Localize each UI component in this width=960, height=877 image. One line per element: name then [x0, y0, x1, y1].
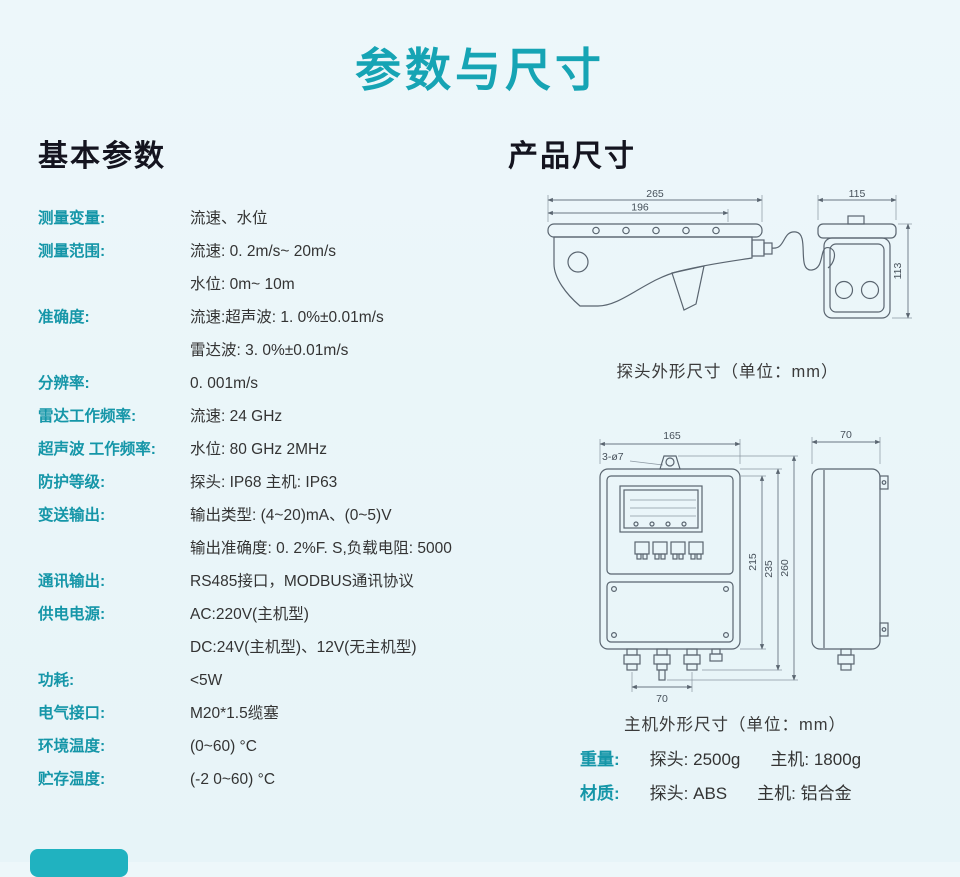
param-row-measured-variables: 测量变量: 流速、水位	[38, 202, 508, 235]
param-value: AC:220V(主机型) DC:24V(主机型)、12V(无主机型)	[190, 598, 417, 664]
param-label: 测量范围:	[38, 243, 106, 260]
param-row-communication-output: 通讯输出: RS485接口，MODBUS通讯协议	[38, 565, 508, 598]
main-dim-215: 215	[747, 553, 759, 571]
weight-label: 重量:	[580, 750, 620, 769]
param-row-accuracy: 准确度: 流速:超声波: 1. 0%±0.01m/s 雷达波: 3. 0%±0.…	[38, 301, 508, 367]
param-value: 流速: 24 GHz	[190, 400, 282, 433]
param-value: 流速、水位	[190, 202, 268, 235]
param-label: 雷达工作频率:	[38, 408, 137, 425]
probe-dim-196: 196	[631, 202, 649, 214]
param-row-power-consumption: 功耗: <5W	[38, 664, 508, 697]
main-unit-drawing-caption: 主机外形尺寸（单位：mm）	[624, 716, 846, 734]
main-unit-drawing-svg: 165 3-ø7	[599, 429, 889, 705]
param-label: 防护等级:	[38, 474, 106, 491]
main-dim-260: 260	[779, 559, 791, 577]
main-dim-70-top: 70	[840, 429, 852, 441]
probe-drawing-svg: 265 196 115	[547, 188, 912, 319]
param-row-storage-temperature: 贮存温度: (-2 0~60) °C	[38, 763, 508, 796]
param-value-line: RS485接口，MODBUS通讯协议	[190, 573, 414, 590]
param-value: 探头: IP68 主机: IP63	[190, 466, 337, 499]
probe-drawing-caption: 探头外形尺寸（单位：mm）	[616, 363, 839, 381]
param-value: 输出类型: (4~20)mA、(0~5)V 输出准确度: 0. 2%F. S,负…	[190, 499, 452, 565]
param-label: 供电电源:	[38, 606, 106, 623]
weight-probe-value: 探头: 2500g	[649, 750, 741, 769]
page-title: 参数与尺寸	[355, 44, 605, 96]
param-value: M20*1.5缆塞	[190, 697, 279, 730]
main-dim-70-bottom: 70	[656, 693, 668, 705]
param-row-ultrasonic-frequency: 超声波 工作频率: 水位: 80 GHz 2MHz	[38, 433, 508, 466]
param-row-electrical-interface: 电气接口: M20*1.5缆塞	[38, 697, 508, 730]
param-value-line: 输出准确度: 0. 2%F. S,负载电阻: 5000	[190, 540, 452, 557]
param-value-line: 流速、水位	[190, 210, 268, 227]
param-row-measuring-range: 测量范围: 流速: 0. 2m/s~ 20m/s 水位: 0m~ 10m	[38, 235, 508, 301]
material-main-value: 主机: 铝合金	[757, 784, 852, 803]
weight-spec-line: 重量: 探头: 2500g 主机: 1800g	[580, 745, 861, 770]
probe-dimension-drawing: 265 196 115	[540, 186, 915, 361]
param-row-ambient-temperature: 环境温度: (0~60) °C	[38, 730, 508, 763]
main-unit-dimension-drawing: 165 3-ø7	[550, 424, 920, 719]
param-row-resolution: 分辨率: 0. 001m/s	[38, 367, 508, 400]
param-label: 测量变量:	[38, 210, 106, 227]
param-value-line: 流速: 24 GHz	[190, 408, 283, 425]
param-value-line: 0. 001m/s	[190, 375, 259, 392]
basic-params-heading: 基本参数	[38, 140, 166, 173]
main-dim-holes: 3-ø7	[602, 451, 624, 463]
param-label: 超声波 工作频率:	[38, 441, 156, 458]
param-label: 功耗:	[38, 672, 75, 689]
param-value: (0~60) °C	[190, 730, 257, 763]
probe-dim-115: 115	[849, 188, 866, 200]
main-unit-front-view	[599, 455, 741, 681]
param-value: 流速: 0. 2m/s~ 20m/s 水位: 0m~ 10m	[190, 235, 336, 301]
main-dim-235: 235	[763, 560, 775, 578]
param-value: 流速:超声波: 1. 0%±0.01m/s 雷达波: 3. 0%±0.01m/s	[190, 301, 384, 367]
param-label: 电气接口:	[38, 705, 106, 722]
param-label: 变送输出:	[38, 507, 106, 524]
param-row-protection-grade: 防护等级: 探头: IP68 主机: IP63	[38, 466, 508, 499]
param-label: 环境温度:	[38, 738, 106, 755]
main-dim-165: 165	[663, 430, 681, 442]
product-dimensions-heading: 产品尺寸	[508, 140, 636, 173]
param-value-line: AC:220V(主机型)	[190, 606, 309, 623]
basic-params-list: 测量变量: 流速、水位 测量范围: 流速: 0. 2m/s~ 20m/s 水位:…	[38, 202, 508, 796]
material-label: 材质:	[580, 784, 620, 803]
param-label: 准确度:	[38, 309, 90, 326]
weight-main-value: 主机: 1800g	[770, 750, 862, 769]
param-value-line: <5W	[190, 672, 223, 689]
param-value-line: DC:24V(主机型)、12V(无主机型)	[190, 639, 417, 656]
param-value-line: 输出类型: (4~20)mA、(0~5)V	[190, 507, 392, 524]
param-value-line: (0~60) °C	[190, 738, 257, 755]
probe-dim-113: 113	[892, 262, 904, 279]
param-value-line: 水位: 0m~ 10m	[190, 276, 295, 293]
param-value-line: 雷达波: 3. 0%±0.01m/s	[190, 342, 349, 359]
param-row-radar-frequency: 雷达工作频率: 流速: 24 GHz	[38, 400, 508, 433]
material-probe-value: 探头: ABS	[649, 784, 728, 803]
param-value-line: (-2 0~60) °C	[190, 771, 276, 788]
param-label: 分辨率:	[38, 375, 90, 392]
param-value: 0. 001m/s	[190, 367, 258, 400]
param-value: (-2 0~60) °C	[190, 763, 275, 796]
param-value-line: 流速: 0. 2m/s~ 20m/s	[190, 243, 337, 260]
param-label: 贮存温度:	[38, 771, 106, 788]
param-value-line: 水位: 80 GHz 2MHz	[190, 441, 327, 458]
param-value-line: M20*1.5缆塞	[190, 705, 279, 722]
main-unit-side-view	[811, 468, 889, 671]
param-value-line: 流速:超声波: 1. 0%±0.01m/s	[190, 309, 384, 326]
probe-dim-265: 265	[646, 188, 664, 200]
param-label: 通讯输出:	[38, 573, 106, 590]
param-value: RS485接口，MODBUS通讯协议	[190, 565, 414, 598]
material-spec-line: 材质: 探头: ABS 主机: 铝合金	[580, 779, 852, 804]
probe-side-view	[547, 223, 836, 311]
next-section-peek	[30, 849, 128, 877]
param-value: 水位: 80 GHz 2MHz	[190, 433, 327, 466]
param-value-line: 探头: IP68 主机: IP63	[190, 474, 338, 491]
param-value: <5W	[190, 664, 222, 697]
param-row-transmitter-output: 变送输出: 输出类型: (4~20)mA、(0~5)V 输出准确度: 0. 2%…	[38, 499, 508, 565]
probe-end-view	[817, 215, 897, 319]
param-row-power-supply: 供电电源: AC:220V(主机型) DC:24V(主机型)、12V(无主机型)	[38, 598, 508, 664]
